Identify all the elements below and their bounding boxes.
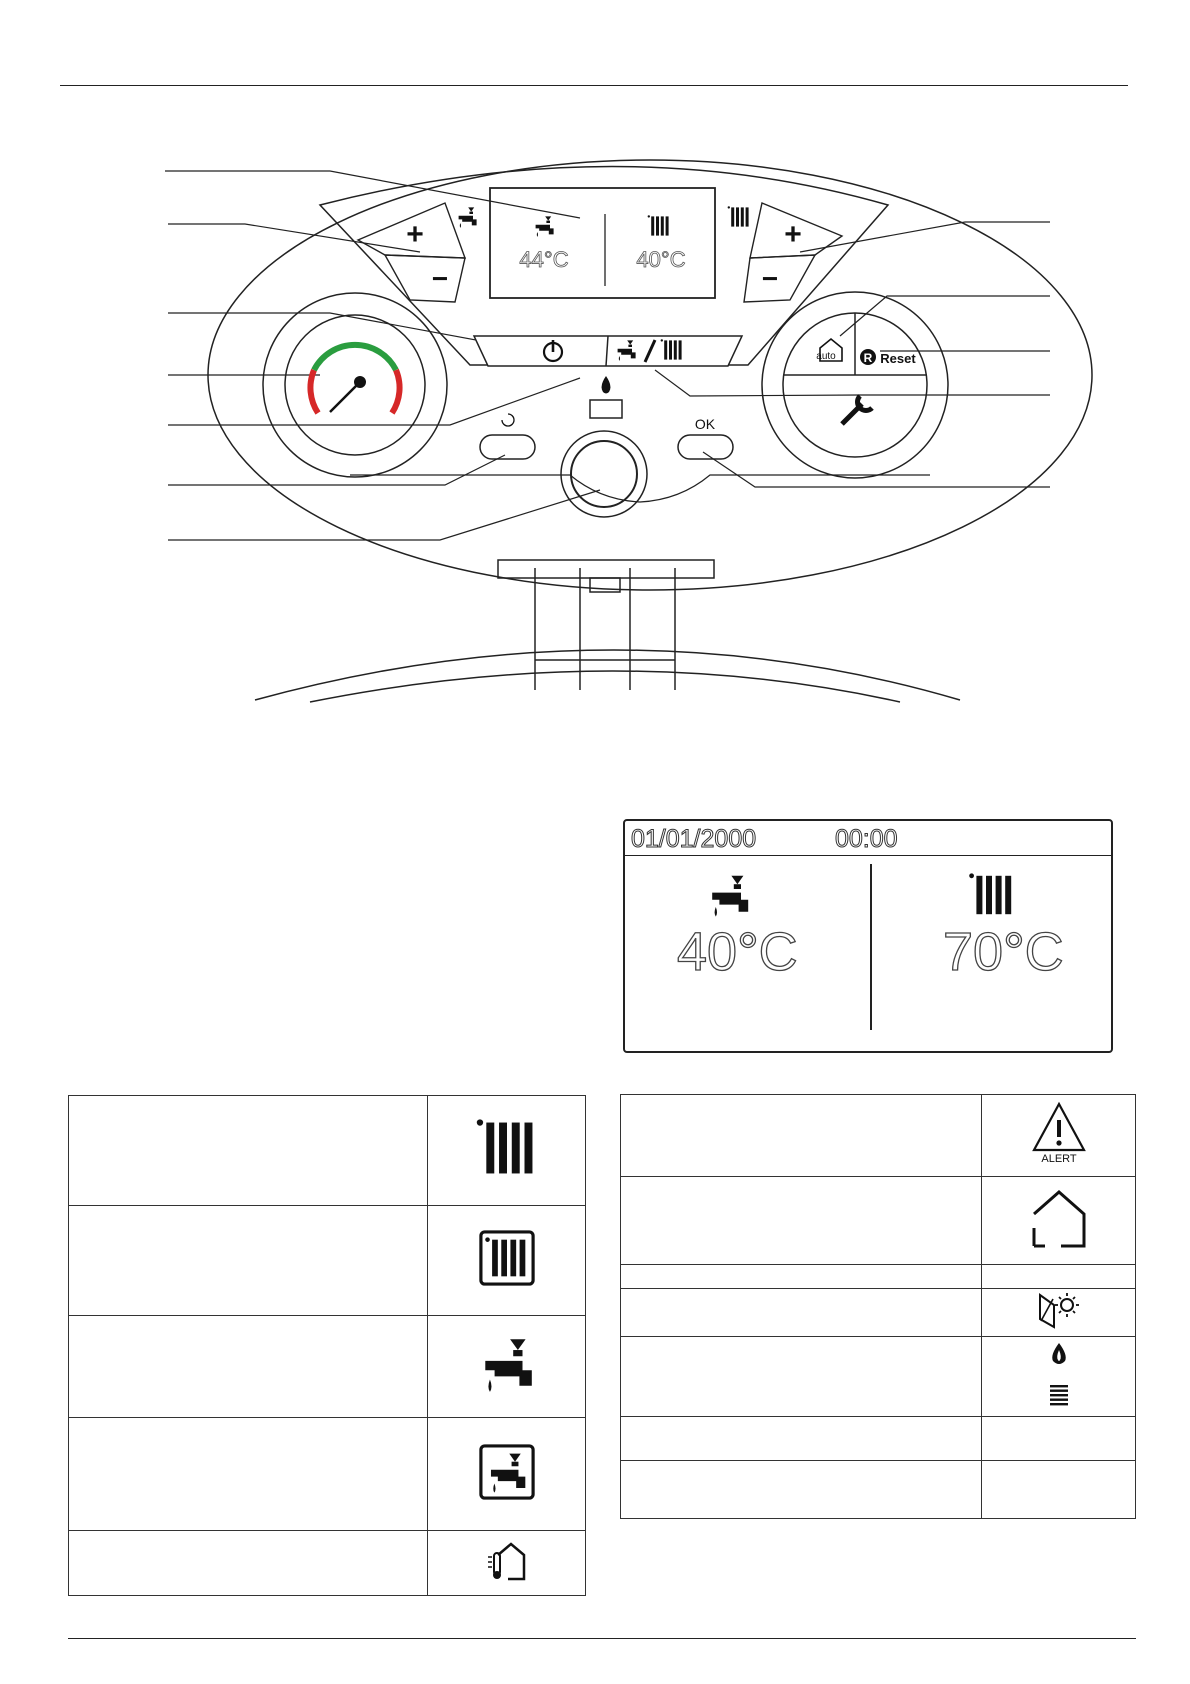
small-dhw-temp: 44°C: [519, 247, 568, 272]
svg-text:R: R: [864, 351, 873, 365]
table-row: [620, 1336, 1136, 1417]
radiator-icon: [969, 873, 1012, 915]
small-ch-temp: 40°C: [636, 247, 685, 272]
selector-knob[interactable]: [560, 430, 648, 518]
flame-and-level-icon: [1049, 1343, 1068, 1406]
leader-lines-right: [654, 221, 1050, 488]
mounting-bracket: [254, 559, 961, 703]
solar-icon: [1038, 1293, 1079, 1329]
svg-text:+: +: [406, 218, 424, 251]
table-row: ALERT: [620, 1094, 1136, 1177]
ch-plus-minus-buttons[interactable]: + −: [743, 202, 844, 303]
table-row: [68, 1205, 586, 1316]
right-icon-table: ALERT: [620, 1094, 1136, 1519]
svg-text:+: +: [784, 218, 802, 251]
table-row: [68, 1530, 586, 1596]
alert-icon: ALERT: [1031, 1101, 1086, 1165]
control-panel-diagram: 44°C 40°C + − + −: [165, 159, 1093, 703]
power-mode-bar[interactable]: [472, 335, 744, 367]
display-header: 01/01/2000 00:00: [625, 821, 1111, 856]
pressure-gauge: [262, 292, 448, 478]
display-ch-temp: 70°C: [942, 921, 1064, 982]
left-icon-table: [68, 1095, 586, 1596]
top-rule: [60, 85, 1128, 86]
svg-text:−: −: [432, 263, 448, 294]
display-time: 00:00: [835, 825, 899, 854]
table-row: [68, 1095, 586, 1206]
alert-label: ALERT: [1041, 1153, 1077, 1165]
bottom-rule: [68, 1638, 1136, 1639]
display-divider: [870, 864, 872, 1030]
table-row: [620, 1288, 1136, 1337]
large-display: 01/01/2000 00:00 40°C 70°C: [623, 819, 1113, 1053]
table-row: [68, 1315, 586, 1418]
reset-label: Reset: [880, 351, 916, 366]
outdoor-sensor-icon: [487, 1541, 525, 1580]
back-button[interactable]: [479, 413, 536, 460]
table-row: [620, 1264, 1136, 1289]
table-row: [68, 1417, 586, 1531]
radiator-icon: [476, 1119, 532, 1174]
table-row: [620, 1460, 1136, 1519]
house-icon: [1032, 1190, 1085, 1248]
svg-text:OK: OK: [695, 416, 716, 432]
table-row: [620, 1416, 1136, 1461]
right-control-cluster[interactable]: auto R Reset: [761, 291, 949, 479]
tap-icon: [484, 1339, 532, 1392]
svg-text:−: −: [762, 263, 778, 294]
table-row: [620, 1176, 1136, 1265]
ok-button[interactable]: OK: [677, 416, 734, 460]
auto-label: auto: [816, 351, 836, 362]
tap-icon: [712, 875, 749, 917]
tap-framed-icon: [478, 1443, 535, 1500]
display-date: 01/01/2000: [630, 825, 757, 854]
display-dhw-temp: 40°C: [676, 921, 798, 982]
radiator-framed-icon: [478, 1230, 535, 1286]
dhw-plus-minus-buttons[interactable]: + −: [356, 202, 467, 303]
